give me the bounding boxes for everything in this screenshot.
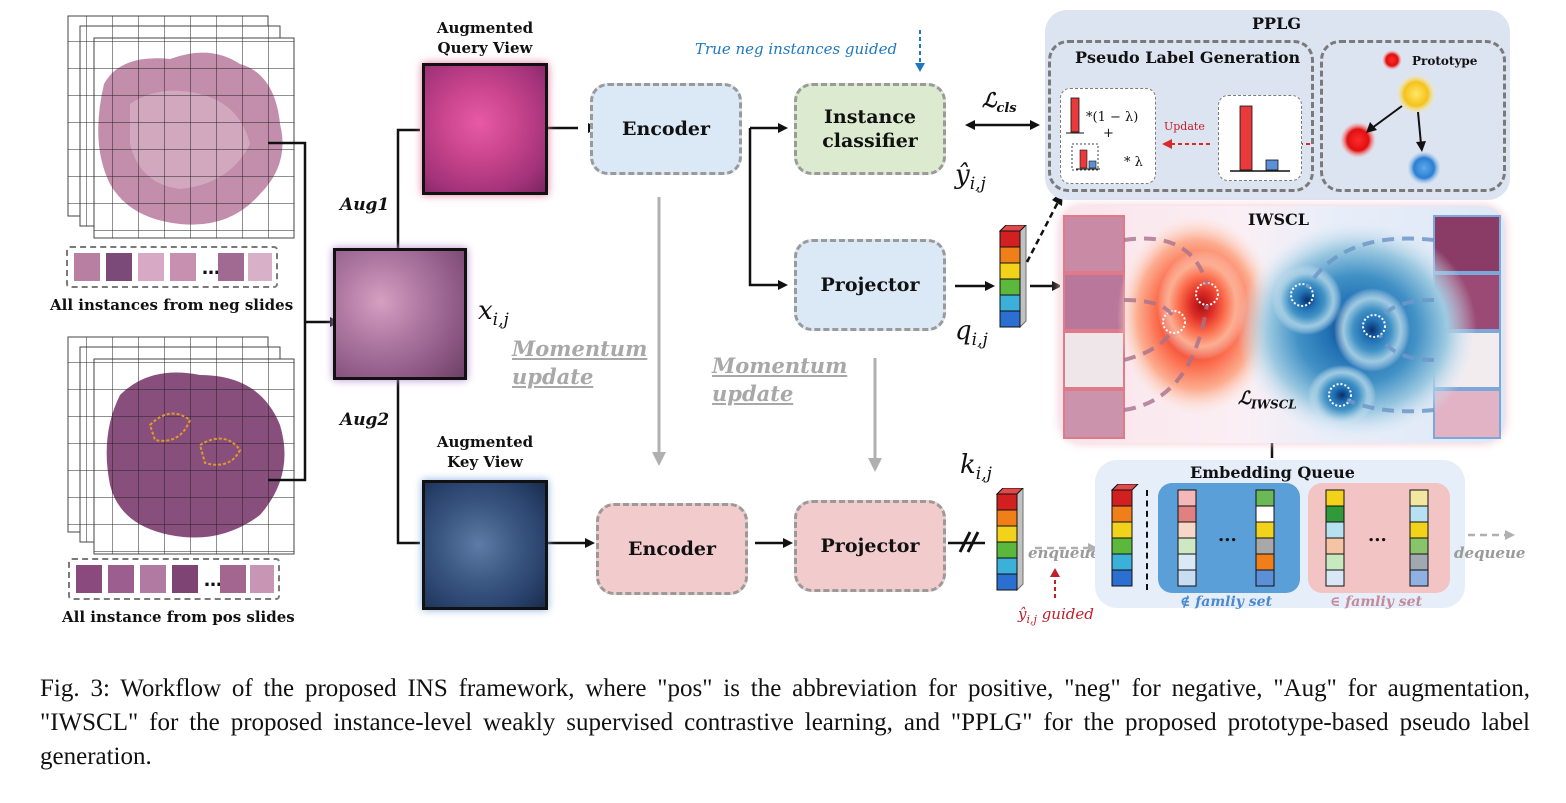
enqueue-label: enqueue	[1028, 544, 1100, 562]
in-family-label: ∈ famliy set	[1330, 594, 1423, 610]
aug2-label: Aug2	[340, 410, 390, 430]
prototype-panel	[1320, 40, 1506, 192]
formula-2: * λ	[1124, 155, 1143, 170]
connector-lines	[268, 30, 1515, 598]
neg-instances-strip: …	[66, 246, 278, 288]
pseudo-label-bars-box	[1218, 95, 1302, 181]
formula-bars-icon	[1066, 97, 1100, 171]
projector-query-box: Projector	[794, 239, 946, 331]
instance-classifier-box: Instance classifier	[794, 83, 946, 175]
momentum-update-2: Momentum update	[712, 353, 848, 406]
q-embedding-column-icon	[998, 225, 1027, 329]
not-family-label: ∉ famliy set	[1180, 594, 1273, 610]
encoder-query-box: Encoder	[590, 83, 742, 175]
prototype-label: Prototype	[1412, 54, 1478, 68]
neg-instances-label: All instances from neg slides	[50, 296, 294, 314]
queue-columns-icon	[1177, 489, 1429, 587]
svg-text:…: …	[202, 258, 220, 279]
q-label: qi,j	[955, 316, 988, 351]
k-label: ki,j	[960, 450, 992, 485]
iwscl-title: IWSCL	[1248, 210, 1309, 229]
l-cls-label: ℒcls	[982, 88, 1017, 116]
encoder-key-box: Encoder	[596, 503, 748, 595]
y-guided-label: ŷi,j guided	[1018, 605, 1094, 626]
prototype-diagram-icon	[1340, 50, 1441, 185]
momentum-update-1: Momentum update	[512, 336, 648, 389]
dequeue-label: dequeue	[1454, 544, 1526, 562]
pos-instances-strip: …	[68, 558, 280, 600]
pseudo-label-generation-title: Pseudo Label Generation	[1075, 48, 1301, 67]
projector-key-box: Projector	[794, 500, 946, 592]
formula-1: *(1 − λ)	[1086, 110, 1139, 125]
aug-key-view-label: Augmented Key View	[436, 433, 534, 471]
true-neg-guided-label: True neg instances guided	[695, 40, 898, 58]
pos-instances-label: All instance from pos slides	[62, 608, 295, 626]
queue-ellipsis-1: ...	[1218, 525, 1237, 546]
queue-divider	[1146, 490, 1148, 590]
formula-plus: +	[1103, 126, 1114, 141]
pseudo-label-generation-panel	[1048, 40, 1314, 192]
pos-slide-stack-icon	[67, 336, 295, 555]
update-label: Update	[1164, 120, 1205, 133]
k-embedding-column-icon	[995, 488, 1024, 592]
kde-density-map-icon	[1063, 215, 1501, 440]
aug-query-view-label: Augmented Query View	[436, 19, 534, 57]
query-view-patch	[422, 63, 548, 195]
figure-caption: Fig. 3: Workflow of the proposed INS fra…	[40, 675, 1530, 770]
pseudo-label-bars-icon	[1230, 105, 1290, 172]
x-ij-label: xi,j	[478, 296, 509, 331]
aug1-label: Aug1	[340, 195, 390, 215]
key-view-patch	[422, 480, 548, 610]
embedding-queue-title: Embedding Queue	[1190, 463, 1355, 482]
svg-text:…: …	[204, 570, 222, 591]
anchor-patch	[333, 248, 467, 380]
queue-head-column-icon	[1110, 484, 1139, 587]
pplg-title: PPLG	[1252, 14, 1301, 33]
l-iwscl-label: ℒIWSCL	[1238, 388, 1297, 412]
queue-ellipsis-2: ...	[1368, 525, 1387, 546]
y-hat-label: ŷi,j	[955, 160, 986, 195]
neg-slide-stack-icon	[67, 15, 295, 239]
